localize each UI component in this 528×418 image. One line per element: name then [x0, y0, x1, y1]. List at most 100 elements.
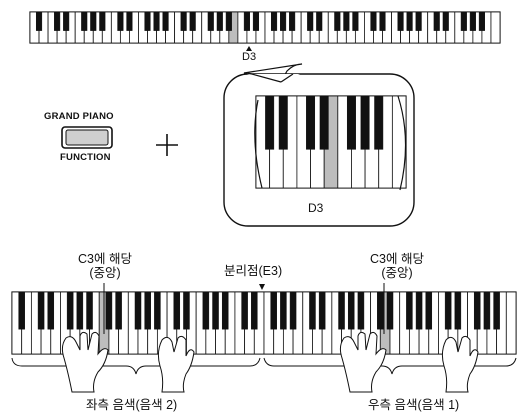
black-key — [483, 291, 491, 330]
black-key — [289, 291, 297, 330]
black-key — [216, 11, 223, 31]
black-key — [212, 291, 219, 330]
zoom-keyboard — [255, 95, 407, 189]
black-key — [309, 291, 316, 330]
left-c3-note-label: C3에 해당 (중앙) — [70, 252, 140, 280]
zoom-callout — [223, 63, 415, 227]
left-c3-note-line1: C3에 해당 — [78, 252, 132, 266]
split-point-triangle-icon — [259, 284, 265, 290]
black-key — [18, 291, 25, 330]
black-key — [265, 95, 275, 150]
black-key — [386, 291, 394, 330]
black-key — [442, 11, 449, 31]
black-key — [318, 291, 326, 330]
black-key — [154, 291, 161, 330]
black-key — [144, 11, 151, 31]
black-key — [189, 11, 196, 31]
right-hand-illustration — [339, 331, 479, 393]
black-key — [241, 291, 248, 330]
black-key — [425, 291, 433, 330]
black-key — [433, 11, 440, 31]
black-key — [343, 11, 350, 31]
black-key — [105, 291, 113, 330]
black-key — [153, 11, 160, 31]
black-key — [338, 291, 345, 330]
black-key — [54, 11, 61, 31]
black-key — [173, 291, 181, 330]
black-key — [357, 291, 365, 330]
zoom-key-label: D3 — [308, 201, 324, 215]
black-key — [270, 291, 277, 330]
black-key — [37, 291, 45, 330]
black-key — [454, 291, 462, 330]
black-key — [347, 291, 355, 330]
top-marker-triangle-icon — [246, 46, 252, 51]
black-key — [469, 11, 476, 31]
black-key — [306, 95, 316, 150]
black-key — [99, 11, 106, 31]
left-range-brace — [11, 357, 261, 375]
black-key — [370, 11, 377, 31]
black-key — [377, 291, 384, 330]
black-key — [307, 11, 314, 31]
black-key — [243, 11, 250, 31]
grand-piano-function-button[interactable] — [61, 126, 113, 149]
black-key — [202, 291, 210, 330]
black-key — [66, 291, 74, 330]
black-key — [144, 291, 151, 330]
black-key — [126, 11, 133, 31]
white-key — [505, 291, 517, 355]
black-key — [460, 11, 467, 31]
black-key — [280, 11, 287, 31]
black-key — [251, 291, 258, 330]
black-key — [207, 11, 214, 31]
right-c3-note-line1: C3에 해당 — [370, 252, 424, 266]
black-key — [280, 291, 287, 330]
right-c3-note-line2: (중앙) — [381, 266, 413, 280]
left-part-label: 좌측 음색(음색 2) — [86, 398, 178, 412]
black-key — [379, 11, 386, 31]
black-key — [162, 11, 169, 31]
black-key — [117, 11, 124, 31]
black-key — [86, 291, 93, 330]
left-hand-illustration — [61, 331, 195, 393]
black-key — [444, 291, 452, 330]
top-keyboard — [29, 11, 501, 44]
black-key — [374, 95, 384, 150]
top-marker-label: D3 — [242, 51, 257, 63]
button-label-bottom: FUNCTION — [60, 152, 111, 163]
black-key — [478, 11, 485, 31]
black-key — [406, 291, 413, 330]
black-key — [360, 95, 370, 150]
black-key — [81, 11, 88, 31]
black-key — [252, 11, 260, 31]
black-key — [406, 11, 413, 31]
black-key — [47, 291, 55, 330]
black-key — [316, 11, 323, 31]
black-key — [473, 291, 481, 330]
black-key — [221, 291, 229, 330]
white-key — [490, 11, 501, 44]
black-key — [183, 291, 190, 330]
black-key — [493, 291, 500, 330]
black-key — [115, 291, 122, 330]
black-key — [415, 291, 423, 330]
black-key — [35, 11, 43, 31]
black-key — [90, 11, 97, 31]
right-range-brace — [263, 357, 517, 375]
black-key — [415, 11, 422, 31]
black-key — [278, 95, 288, 150]
black-key — [270, 11, 278, 31]
split-point-label: 분리점(E3) — [224, 264, 283, 278]
left-c3-note-line2: (중앙) — [89, 266, 121, 280]
right-c3-note-label: C3에 해당 (중앙) — [362, 252, 432, 280]
black-key — [397, 11, 404, 31]
black-key — [346, 95, 356, 150]
black-key — [180, 11, 187, 31]
black-key — [319, 95, 329, 150]
black-key — [352, 11, 359, 31]
black-key — [334, 11, 341, 31]
black-key — [225, 11, 232, 31]
button-label-top: GRAND PIANO — [44, 111, 114, 122]
